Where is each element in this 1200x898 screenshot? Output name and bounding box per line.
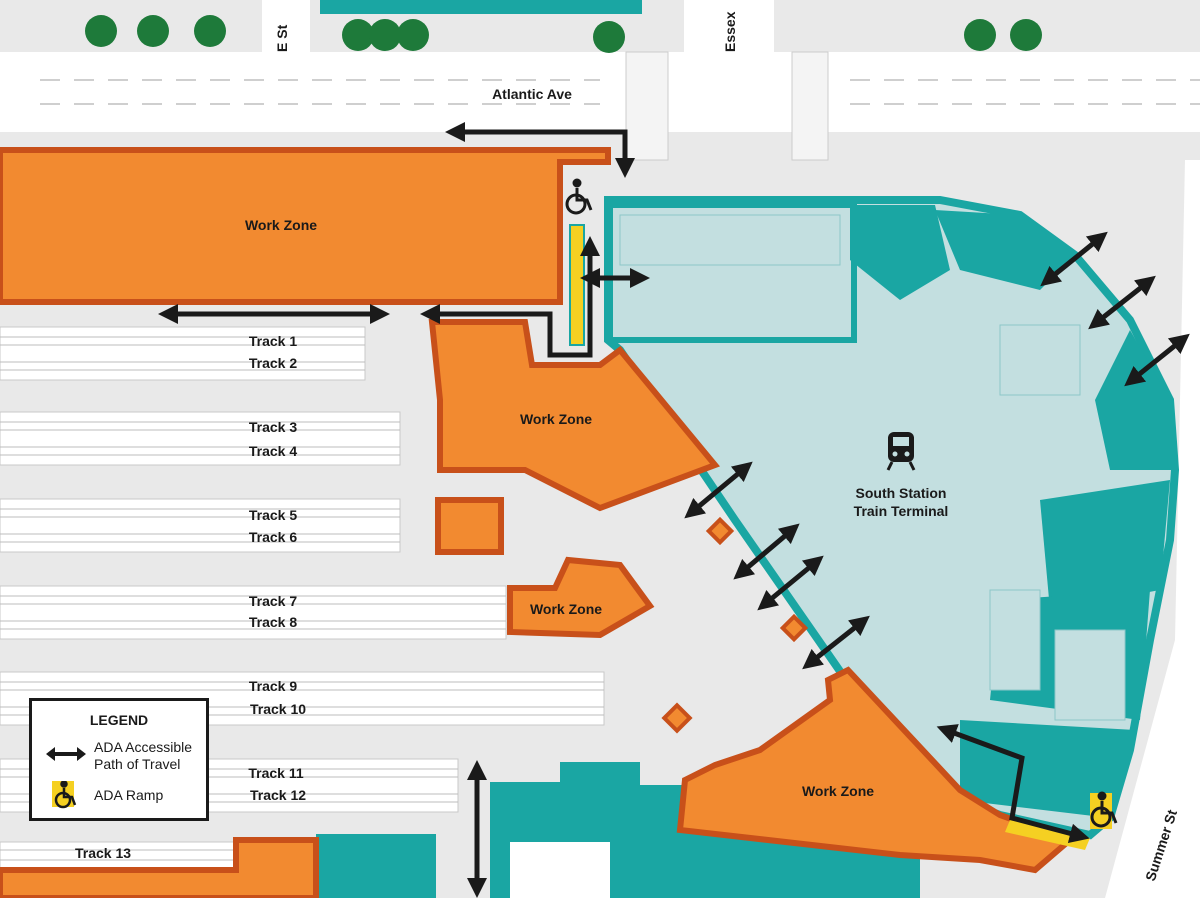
train-icon bbox=[886, 432, 916, 471]
track-label: Track 13 bbox=[74, 845, 132, 861]
ada-ramp-strip bbox=[569, 224, 585, 346]
track-label: Track 11 bbox=[248, 765, 304, 781]
track-label: Track 3 bbox=[248, 419, 298, 435]
work-zone-block bbox=[435, 497, 504, 555]
track-label: Track 1 bbox=[248, 333, 298, 349]
track-label: Track 9 bbox=[248, 678, 298, 694]
ada-path-arrows bbox=[158, 122, 1190, 898]
work-zone-label: Work Zone bbox=[801, 783, 875, 799]
trees bbox=[85, 15, 1042, 53]
e-st-street bbox=[262, 0, 310, 60]
street-label-e-st: E St bbox=[274, 24, 290, 52]
work-zone-debris bbox=[661, 516, 809, 734]
essex-street bbox=[684, 0, 774, 60]
atlantic-ave-street bbox=[0, 52, 1200, 132]
interior-room bbox=[999, 324, 1081, 396]
crosswalk bbox=[791, 51, 829, 161]
track-label: Track 8 bbox=[248, 614, 298, 630]
legend-ramp-label: ADA Ramp bbox=[94, 787, 164, 803]
building-block bbox=[850, 205, 950, 300]
track-label: Track 6 bbox=[248, 529, 298, 545]
track-label: Track 2 bbox=[248, 355, 298, 371]
lane-markings bbox=[40, 79, 1200, 105]
work-zone-5 bbox=[0, 837, 319, 898]
double-arrow-icon bbox=[46, 747, 86, 761]
track-label: Track 4 bbox=[248, 443, 298, 459]
interior-room bbox=[989, 589, 1041, 691]
wheelchair-icon bbox=[565, 178, 593, 215]
legend-title: LEGEND bbox=[89, 712, 149, 728]
track-lines bbox=[0, 336, 604, 861]
building-block bbox=[1095, 330, 1175, 470]
wheelchair-icon bbox=[52, 781, 77, 809]
track-label: Track 12 bbox=[249, 787, 307, 803]
summer-st-street bbox=[1105, 160, 1200, 898]
work-zone-label: Work Zone bbox=[529, 601, 603, 617]
street-label-essex: Essex bbox=[722, 11, 738, 52]
legend-path-label-line2: Path of Travel bbox=[94, 756, 181, 772]
lower-building bbox=[316, 834, 436, 898]
wheelchair-icon bbox=[1090, 791, 1118, 829]
building-block bbox=[935, 210, 1075, 290]
track-label: Track 7 bbox=[248, 593, 298, 609]
street-label-atlantic: Atlantic Ave bbox=[492, 86, 572, 102]
lower-building-plaza bbox=[510, 842, 610, 898]
terminal-name-line2: Train Terminal bbox=[853, 503, 949, 519]
legend: LEGEND ADA Accessible Path of Travel ADA… bbox=[29, 698, 209, 821]
interior-room bbox=[1054, 629, 1126, 721]
building-block bbox=[1040, 480, 1170, 610]
terminal-name-line1: South Station bbox=[855, 485, 947, 501]
track-label: Track 5 bbox=[248, 507, 298, 523]
building-top bbox=[320, 0, 642, 14]
legend-path-label-line1: ADA Accessible bbox=[94, 739, 193, 755]
interior-room bbox=[619, 214, 841, 266]
crosswalk bbox=[625, 51, 669, 161]
work-zone-3 bbox=[507, 556, 655, 639]
work-zone-label: Work Zone bbox=[244, 217, 318, 233]
track-label: Track 10 bbox=[249, 701, 307, 717]
work-zone-label: Work Zone bbox=[519, 411, 593, 427]
